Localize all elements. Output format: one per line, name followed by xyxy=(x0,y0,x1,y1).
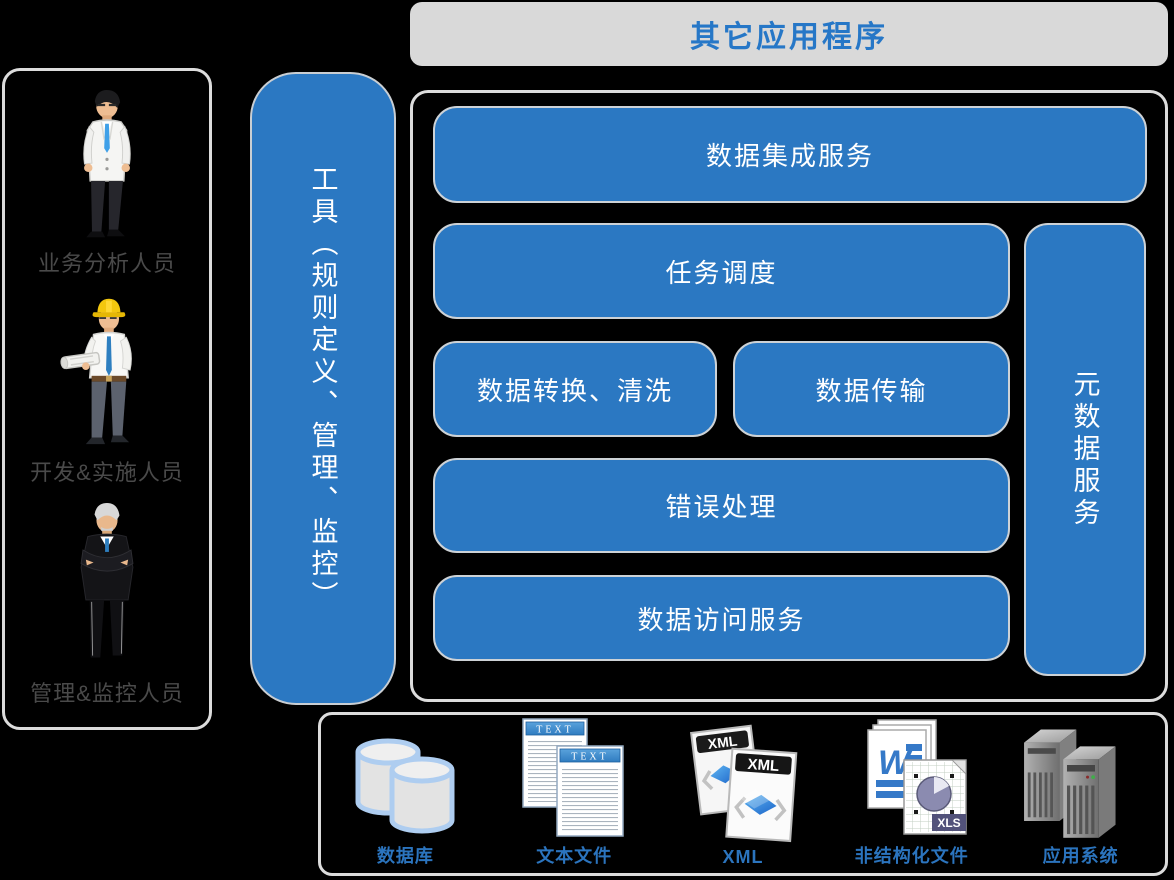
service-label-data-transform: 数据转换、清洗 xyxy=(476,375,673,406)
actors-panel: 业务分析人员 xyxy=(2,68,212,730)
actor-manager: 管理&监控人员 xyxy=(30,502,184,708)
tools-bar-label: 工具（规则定义、管理、监控） xyxy=(307,164,338,613)
service-label-data-access: 数据访问服务 xyxy=(637,604,806,635)
manager-icon xyxy=(80,502,134,664)
actor-label-business-analyst: 业务分析人员 xyxy=(37,251,176,276)
source-database: 数据库 xyxy=(321,715,490,873)
service-label-error-handling: 错误处理 xyxy=(665,492,778,522)
text-file-header-text: TEXT xyxy=(536,725,574,736)
service-box-data-access: 数据访问服务 xyxy=(433,575,1010,661)
service-box-error-handling: 错误处理 xyxy=(433,458,1010,553)
xml-file-icon: XML XML xyxy=(690,724,798,843)
actor-label-manager: 管理&监控人员 xyxy=(30,681,184,706)
source-unstructured-file: W XLS xyxy=(827,715,996,873)
xml-header-text: XML xyxy=(707,732,739,752)
developer-icon xyxy=(60,298,132,445)
business-analyst-icon xyxy=(83,90,131,238)
source-text-file: TEXT TEXT 文本文件 xyxy=(490,715,659,873)
service-label-task-scheduling: 任务调度 xyxy=(665,257,778,288)
actor-developer: 开发&实施人员 xyxy=(30,293,184,487)
services-panel: 数据集成服务 任务调度 数据转换、清洗 数据传输 错误处理 数据访问服务 元数据… xyxy=(410,90,1168,702)
source-label-text-file: 文本文件 xyxy=(536,846,613,866)
service-label-data-transport: 数据传输 xyxy=(815,375,928,406)
source-label-unstructured: 非结构化文件 xyxy=(854,846,969,866)
data-sources-panel: 数据库 TEXT xyxy=(318,712,1168,876)
service-label-metadata: 元数据服务 xyxy=(1069,369,1100,530)
other-apps-header: 其它应用程序 xyxy=(410,2,1168,66)
xls-badge-text: XLS xyxy=(937,816,960,830)
tools-bar: 工具（规则定义、管理、监控） xyxy=(250,72,396,705)
xml-header-text: XML xyxy=(747,756,780,775)
application-server-icon xyxy=(1023,729,1116,838)
source-label-xml: XML xyxy=(722,847,764,867)
actor-label-developer: 开发&实施人员 xyxy=(30,460,184,485)
other-apps-title: 其它应用程序 xyxy=(690,21,888,54)
service-box-task-scheduling: 任务调度 xyxy=(433,223,1010,319)
source-application-server: 应用系统 xyxy=(996,715,1165,873)
source-label-database: 数据库 xyxy=(376,846,434,866)
text-file-header-text: TEXT xyxy=(571,752,609,763)
actor-business-analyst: 业务分析人员 xyxy=(38,90,176,278)
service-box-metadata: 元数据服务 xyxy=(1024,223,1146,676)
service-box-data-transport: 数据传输 xyxy=(733,341,1010,437)
database-icon xyxy=(355,738,455,834)
service-box-data-integration: 数据集成服务 xyxy=(433,106,1147,203)
text-file-icon: TEXT TEXT xyxy=(522,718,624,837)
source-xml-file: XML XML XML xyxy=(659,715,828,873)
server-tower-front xyxy=(1062,746,1116,838)
service-box-data-transform: 数据转换、清洗 xyxy=(433,341,717,437)
unstructured-file-icon: W XLS xyxy=(867,719,967,835)
service-label-data-integration: 数据集成服务 xyxy=(705,141,874,171)
source-label-application-system: 应用系统 xyxy=(1042,846,1119,866)
